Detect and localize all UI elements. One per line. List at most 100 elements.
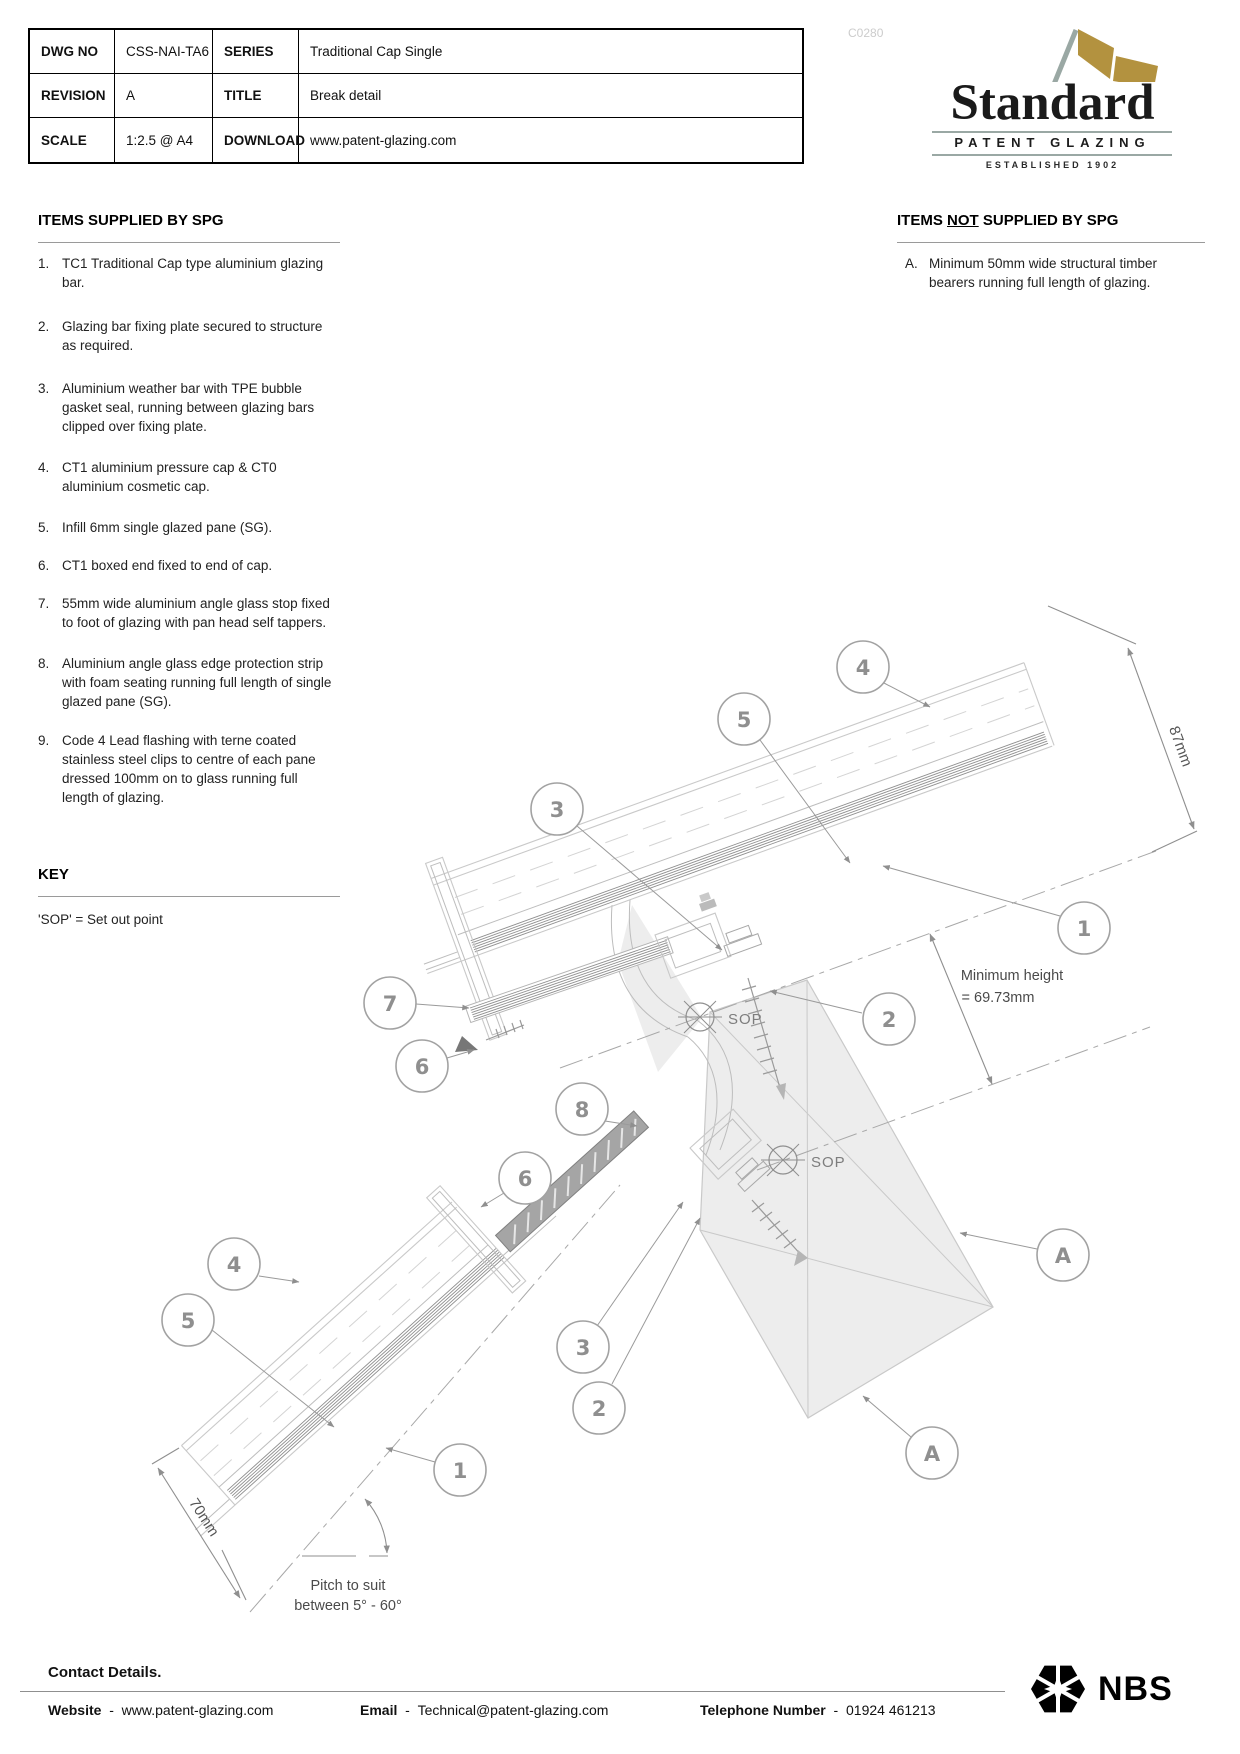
phone-value: 01924 461213 xyxy=(846,1702,936,1718)
balloon-2-upper: 2 xyxy=(862,992,916,1046)
email-label: Email xyxy=(360,1702,398,1718)
dwg-no-value: CSS-NAI-TA6 xyxy=(115,30,213,74)
logo-subtitle: PATENT GLAZING xyxy=(954,135,1151,150)
pitch-label-2: between 5° - 60° xyxy=(294,1598,402,1614)
item-text: CT1 boxed end fixed to end of cap. xyxy=(62,558,273,573)
download-label: DOWNLOAD xyxy=(213,118,305,162)
key-rule xyxy=(38,896,340,897)
svg-text:2: 2 xyxy=(882,1008,897,1032)
nbs-logo: NBS xyxy=(1028,1652,1173,1726)
not-supplied-title-suffix: SUPPLIED BY SPG xyxy=(978,212,1119,229)
self-tapper-screw-icon xyxy=(455,1019,525,1052)
footer-rule xyxy=(20,1691,1005,1692)
pitch-angle: Pitch to suit between 5° - 60° xyxy=(294,1498,402,1614)
company-logo: Standard PATENT GLAZING ESTABLISHED 1902 xyxy=(930,22,1175,170)
svg-text:A: A xyxy=(924,1442,941,1466)
pitch-label-1: Pitch to suit xyxy=(311,1578,386,1594)
list-item: 9.Code 4 Lead flashing with terne coated… xyxy=(38,731,348,807)
title-value: Break detail xyxy=(299,74,802,118)
balloon-5-lower: 5 xyxy=(161,1293,215,1347)
logo-established: ESTABLISHED 1902 xyxy=(985,160,1120,170)
logo-name: Standard xyxy=(950,75,1155,131)
title-block-table: DWG NO CSS-NAI-TA6 SERIES Traditional Ca… xyxy=(28,28,804,164)
lead-flashing-band xyxy=(494,1110,650,1253)
bolt-lower xyxy=(735,1157,771,1193)
contact-title: Contact Details. xyxy=(48,1664,162,1681)
fixing-screw-upper xyxy=(741,977,786,1100)
svg-text:5: 5 xyxy=(737,708,752,732)
svg-text:4: 4 xyxy=(856,656,871,680)
revision-label: REVISION xyxy=(30,74,115,118)
series-value: Traditional Cap Single xyxy=(299,30,802,74)
item-number: 6. xyxy=(38,558,50,573)
supplied-title: ITEMS SUPPLIED BY SPG xyxy=(38,212,224,229)
scale-value: 1:2.5 @ A4 xyxy=(115,118,213,162)
balloon-a-right: A xyxy=(1036,1228,1090,1282)
balloon-3-upper: 3 xyxy=(530,782,584,836)
key-title: KEY xyxy=(38,866,69,883)
dim-70mm-label: 70mm xyxy=(185,1495,222,1539)
balloon-7: 7 xyxy=(363,976,417,1030)
list-item: 7.55mm wide aluminium angle glass stop f… xyxy=(38,594,348,632)
fixing-plate-lower xyxy=(689,1108,762,1180)
fixing-plate-upper xyxy=(654,892,732,979)
balloon-6-lower: 6 xyxy=(498,1151,552,1205)
lower-glazing-run xyxy=(181,1110,650,1537)
title-label: TITLE xyxy=(213,74,299,118)
item-text: 55mm wide aluminium angle glass stop fix… xyxy=(62,596,330,630)
website-label: Website xyxy=(48,1702,102,1718)
svg-text:6: 6 xyxy=(415,1055,430,1079)
supplied-rule xyxy=(38,242,340,243)
item-number: 4. xyxy=(38,460,50,475)
download-value[interactable]: www.patent-glazing.com xyxy=(310,132,457,148)
dim-87mm: 87mm xyxy=(1047,605,1198,853)
svg-text:6: 6 xyxy=(518,1167,533,1191)
phone-label: Telephone Number xyxy=(700,1702,826,1718)
scale-label: SCALE xyxy=(30,118,115,162)
item-number: 2. xyxy=(38,319,50,334)
list-item: 1. TC1 Traditional Cap type aluminium gla… xyxy=(38,254,348,292)
website-value[interactable]: www.patent-glazing.com xyxy=(121,1702,274,1718)
svg-text:1: 1 xyxy=(1077,917,1092,941)
balloon-4-lower: 4 xyxy=(207,1237,261,1291)
website-item: Website - www.patent-glazing.com xyxy=(48,1702,273,1718)
sop-label-upper: SOP xyxy=(728,1011,763,1028)
balloon-a-bottom: A xyxy=(905,1426,959,1480)
balloon-8: 8 xyxy=(555,1082,609,1136)
item-number: 5. xyxy=(38,520,50,535)
not-supplied-title-not: NOT xyxy=(947,212,979,229)
balloon-6-upper: 6 xyxy=(395,1039,449,1093)
item-text: Infill 6mm single glazed pane (SG). xyxy=(62,520,273,535)
svg-text:5: 5 xyxy=(181,1309,196,1333)
logo-rule-top xyxy=(932,131,1172,133)
key-text: 'SOP' = Set out point xyxy=(38,912,163,927)
list-item: 5. Infill 6mm single glazed pane (SG). xyxy=(38,518,348,537)
dim-min-height: Minimum height = 69.73mm xyxy=(929,933,1063,1085)
not-supplied-rule xyxy=(897,242,1205,243)
nbs-icon xyxy=(1031,1665,1085,1713)
series-label: SERIES xyxy=(213,30,299,74)
balloon-3-lower: 3 xyxy=(556,1320,610,1374)
item-number: 1. xyxy=(38,256,50,271)
item-number: 8. xyxy=(38,656,50,671)
item-text: TC1 Traditional Cap type aluminium glazi… xyxy=(62,256,324,290)
email-item: Email - Technical@patent-glazing.com xyxy=(360,1702,608,1718)
logo-flag-icon xyxy=(1052,29,1158,82)
svg-text:8: 8 xyxy=(575,1098,590,1122)
dwg-no-label: DWG NO xyxy=(30,30,115,74)
item-text: Code 4 Lead flashing with terne coated s… xyxy=(62,733,316,805)
dash: - xyxy=(833,1702,839,1718)
leader-lines xyxy=(211,682,1061,1463)
not-supplied-title: ITEMS NOT SUPPLIED BY SPG xyxy=(897,212,1118,229)
email-value[interactable]: Technical@patent-glazing.com xyxy=(417,1702,609,1718)
nbs-text: NBS xyxy=(1098,1669,1173,1708)
item-number: 3. xyxy=(38,381,50,396)
not-supplied-title-prefix: ITEMS xyxy=(897,212,948,229)
svg-text:1: 1 xyxy=(453,1459,468,1483)
item-text: Aluminium angle glass edge protection st… xyxy=(62,656,332,709)
svg-text:4: 4 xyxy=(227,1253,242,1277)
list-item: 4.CT1 aluminium pressure cap & CT0 alumi… xyxy=(38,458,348,496)
logo-rule-bottom xyxy=(932,154,1172,156)
